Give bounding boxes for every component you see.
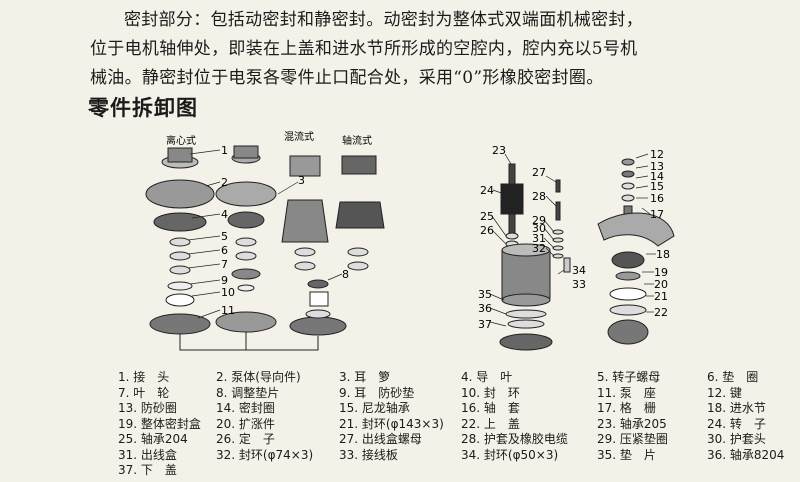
- legend-item: 27. 出线盒螺母: [339, 432, 422, 446]
- paragraph-line-1: 密封部分：包括动密封和静密封。动密封为整体式双端面机械密封，: [124, 10, 643, 30]
- legend-item: 12. 键: [707, 385, 742, 400]
- part-number: 5: [221, 230, 228, 243]
- legend-item: 26. 定 子: [216, 432, 275, 446]
- figure-label-centrifugal: 离心式: [166, 134, 196, 147]
- part-number: 6: [221, 244, 228, 257]
- parts-legend: 1. 接 头 2. 泵体(导向件) 3. 耳 箩 4. 导 叶 5. 转子螺母 …: [118, 370, 798, 479]
- legend-item: 2. 泵体(导向件): [216, 370, 301, 384]
- legend-item: 7. 叶 轮: [118, 385, 170, 400]
- part-number: 17: [650, 208, 664, 221]
- part-number: 36: [478, 302, 492, 315]
- part-number: 29: [532, 214, 546, 227]
- legend-item: 37. 下 盖: [118, 463, 177, 477]
- intro-paragraph: 密封部分：包括动密封和静密封。动密封为整体式双端面机械密封， 位于电机轴伸处，即…: [90, 6, 780, 93]
- legend-item: 35. 垫 片: [597, 447, 656, 462]
- part-number: 1: [221, 144, 228, 157]
- legend-item: 9. 耳 防砂垫: [339, 385, 415, 400]
- legend-item: 19. 整体密封盒: [118, 416, 201, 431]
- part-number: 3: [298, 174, 305, 187]
- legend-item: 36. 轴承8204: [707, 447, 785, 462]
- part-number: 31: [532, 232, 546, 245]
- part-number: 18: [656, 248, 670, 261]
- legend-item: 18. 进水节: [707, 401, 766, 415]
- legend-item: 10. 封 环: [461, 385, 520, 400]
- part-number: 33: [572, 278, 586, 291]
- legend-row: 31. 出线盒 32. 封环(φ74×3) 33. 接线板 34. 封环(φ50…: [118, 448, 798, 464]
- legend-item: 22. 上 盖: [461, 416, 520, 431]
- centrifugal-pump-parts: [145, 147, 215, 335]
- legend-item: 17. 格 栅: [597, 401, 656, 415]
- legend-item: 33. 接线板: [339, 447, 398, 462]
- legend-item: 5. 转子螺母: [597, 370, 661, 384]
- legend-row: 1. 接 头 2. 泵体(导向件) 3. 耳 箩 4. 导 叶 5. 转子螺母 …: [118, 370, 798, 386]
- exploded-parts-diagram: 离心式 混流式 轴流式 1 2 3 4 5 6 7 8 9 10 11 23 2…: [128, 124, 688, 364]
- legend-row: 25. 轴承204 26. 定 子 27. 出线盒螺母 28. 护套及橡胶电缆 …: [118, 432, 798, 448]
- part-number: 30: [532, 222, 546, 235]
- legend-item: 32. 封环(φ74×3): [216, 447, 314, 462]
- legend-item: 15. 尼龙轴承: [339, 401, 410, 415]
- legend-row: 7. 叶 轮 8. 调整垫片 9. 耳 防砂垫 10. 封 环 11. 泵 座 …: [118, 386, 798, 402]
- part-number: 21: [654, 290, 668, 303]
- legend-item: 8. 调整垫片: [216, 385, 280, 400]
- legend-item: 16. 轴 套: [461, 401, 520, 415]
- part-number: 15: [650, 180, 664, 193]
- middle-column-parts: [215, 145, 277, 333]
- legend-item: 29. 压紧垫圈: [597, 432, 668, 446]
- part-number: 19: [654, 266, 668, 279]
- legend-item: 20. 扩涨件: [216, 416, 275, 431]
- legend-row: 13. 防砂圈 14. 密封圈 15. 尼龙轴承 16. 轴 套 17. 格 栅…: [118, 401, 798, 417]
- legend-item: 11. 泵 座: [597, 385, 656, 400]
- legend-row: 37. 下 盖: [118, 463, 798, 479]
- part-number: 9: [221, 274, 228, 287]
- legend-item: 28. 护套及橡胶电缆: [461, 432, 568, 446]
- legend-item: 1. 接 头: [118, 370, 170, 384]
- part-number: 24: [480, 184, 494, 197]
- legend-item: 34. 封环(φ50×3): [461, 447, 559, 462]
- part-number: 26: [480, 224, 494, 237]
- legend-item: 4. 导 叶: [461, 370, 513, 384]
- part-number: 34: [572, 264, 586, 277]
- paragraph-line-3: 械油。静密封位于电泵各零件止口配合处，采用“0”形橡胶密封圈。: [90, 68, 604, 88]
- legend-item: 31. 出线盒: [118, 447, 177, 462]
- part-number: 37: [478, 318, 492, 331]
- part-number: 16: [650, 192, 664, 205]
- motor-parts: [499, 163, 571, 351]
- mixed-axial-parts: [281, 155, 385, 336]
- legend-item: 24. 转 子: [707, 416, 766, 431]
- figure-label-axial: 轴流式: [342, 134, 372, 147]
- part-number: 32: [532, 242, 546, 255]
- part-number: 20: [654, 278, 668, 291]
- legend-item: 6. 垫 圈: [707, 370, 759, 384]
- part-number: 10: [221, 286, 235, 299]
- part-number: 8: [342, 268, 349, 281]
- legend-row: 19. 整体密封盒 20. 扩涨件 21. 封环(φ143×3) 22. 上 盖…: [118, 417, 798, 433]
- part-number: 35: [478, 288, 492, 301]
- part-number: 23: [492, 144, 506, 157]
- figure-label-mixed: 混流式: [284, 130, 314, 143]
- legend-item: 30. 护套头: [707, 432, 766, 446]
- part-number: 12: [650, 148, 664, 161]
- legend-item: 25. 轴承204: [118, 432, 188, 446]
- paragraph-line-2: 位于电机轴伸处，即装在上盖和进水节所形成的空腔内，腔内充以5号机: [90, 39, 638, 59]
- legend-item: 23. 轴承205: [597, 416, 667, 431]
- section-heading: 零件拆卸图: [88, 96, 198, 120]
- legend-item: 14. 密封圈: [216, 401, 275, 415]
- part-number: 4: [221, 208, 228, 221]
- part-number: 7: [221, 258, 228, 271]
- pump-head-parts: [597, 158, 675, 345]
- legend-item: 21. 封环(φ143×3): [339, 416, 444, 431]
- part-number: 28: [532, 190, 546, 203]
- part-number: 2: [221, 176, 228, 189]
- part-number: 14: [650, 170, 664, 183]
- legend-item: 13. 防砂圈: [118, 401, 177, 415]
- part-number: 22: [654, 306, 668, 319]
- part-number: 11: [221, 304, 235, 317]
- part-number: 27: [532, 166, 546, 179]
- part-number: 13: [650, 160, 664, 173]
- part-number: 25: [480, 210, 494, 223]
- legend-item: 3. 耳 箩: [339, 370, 391, 384]
